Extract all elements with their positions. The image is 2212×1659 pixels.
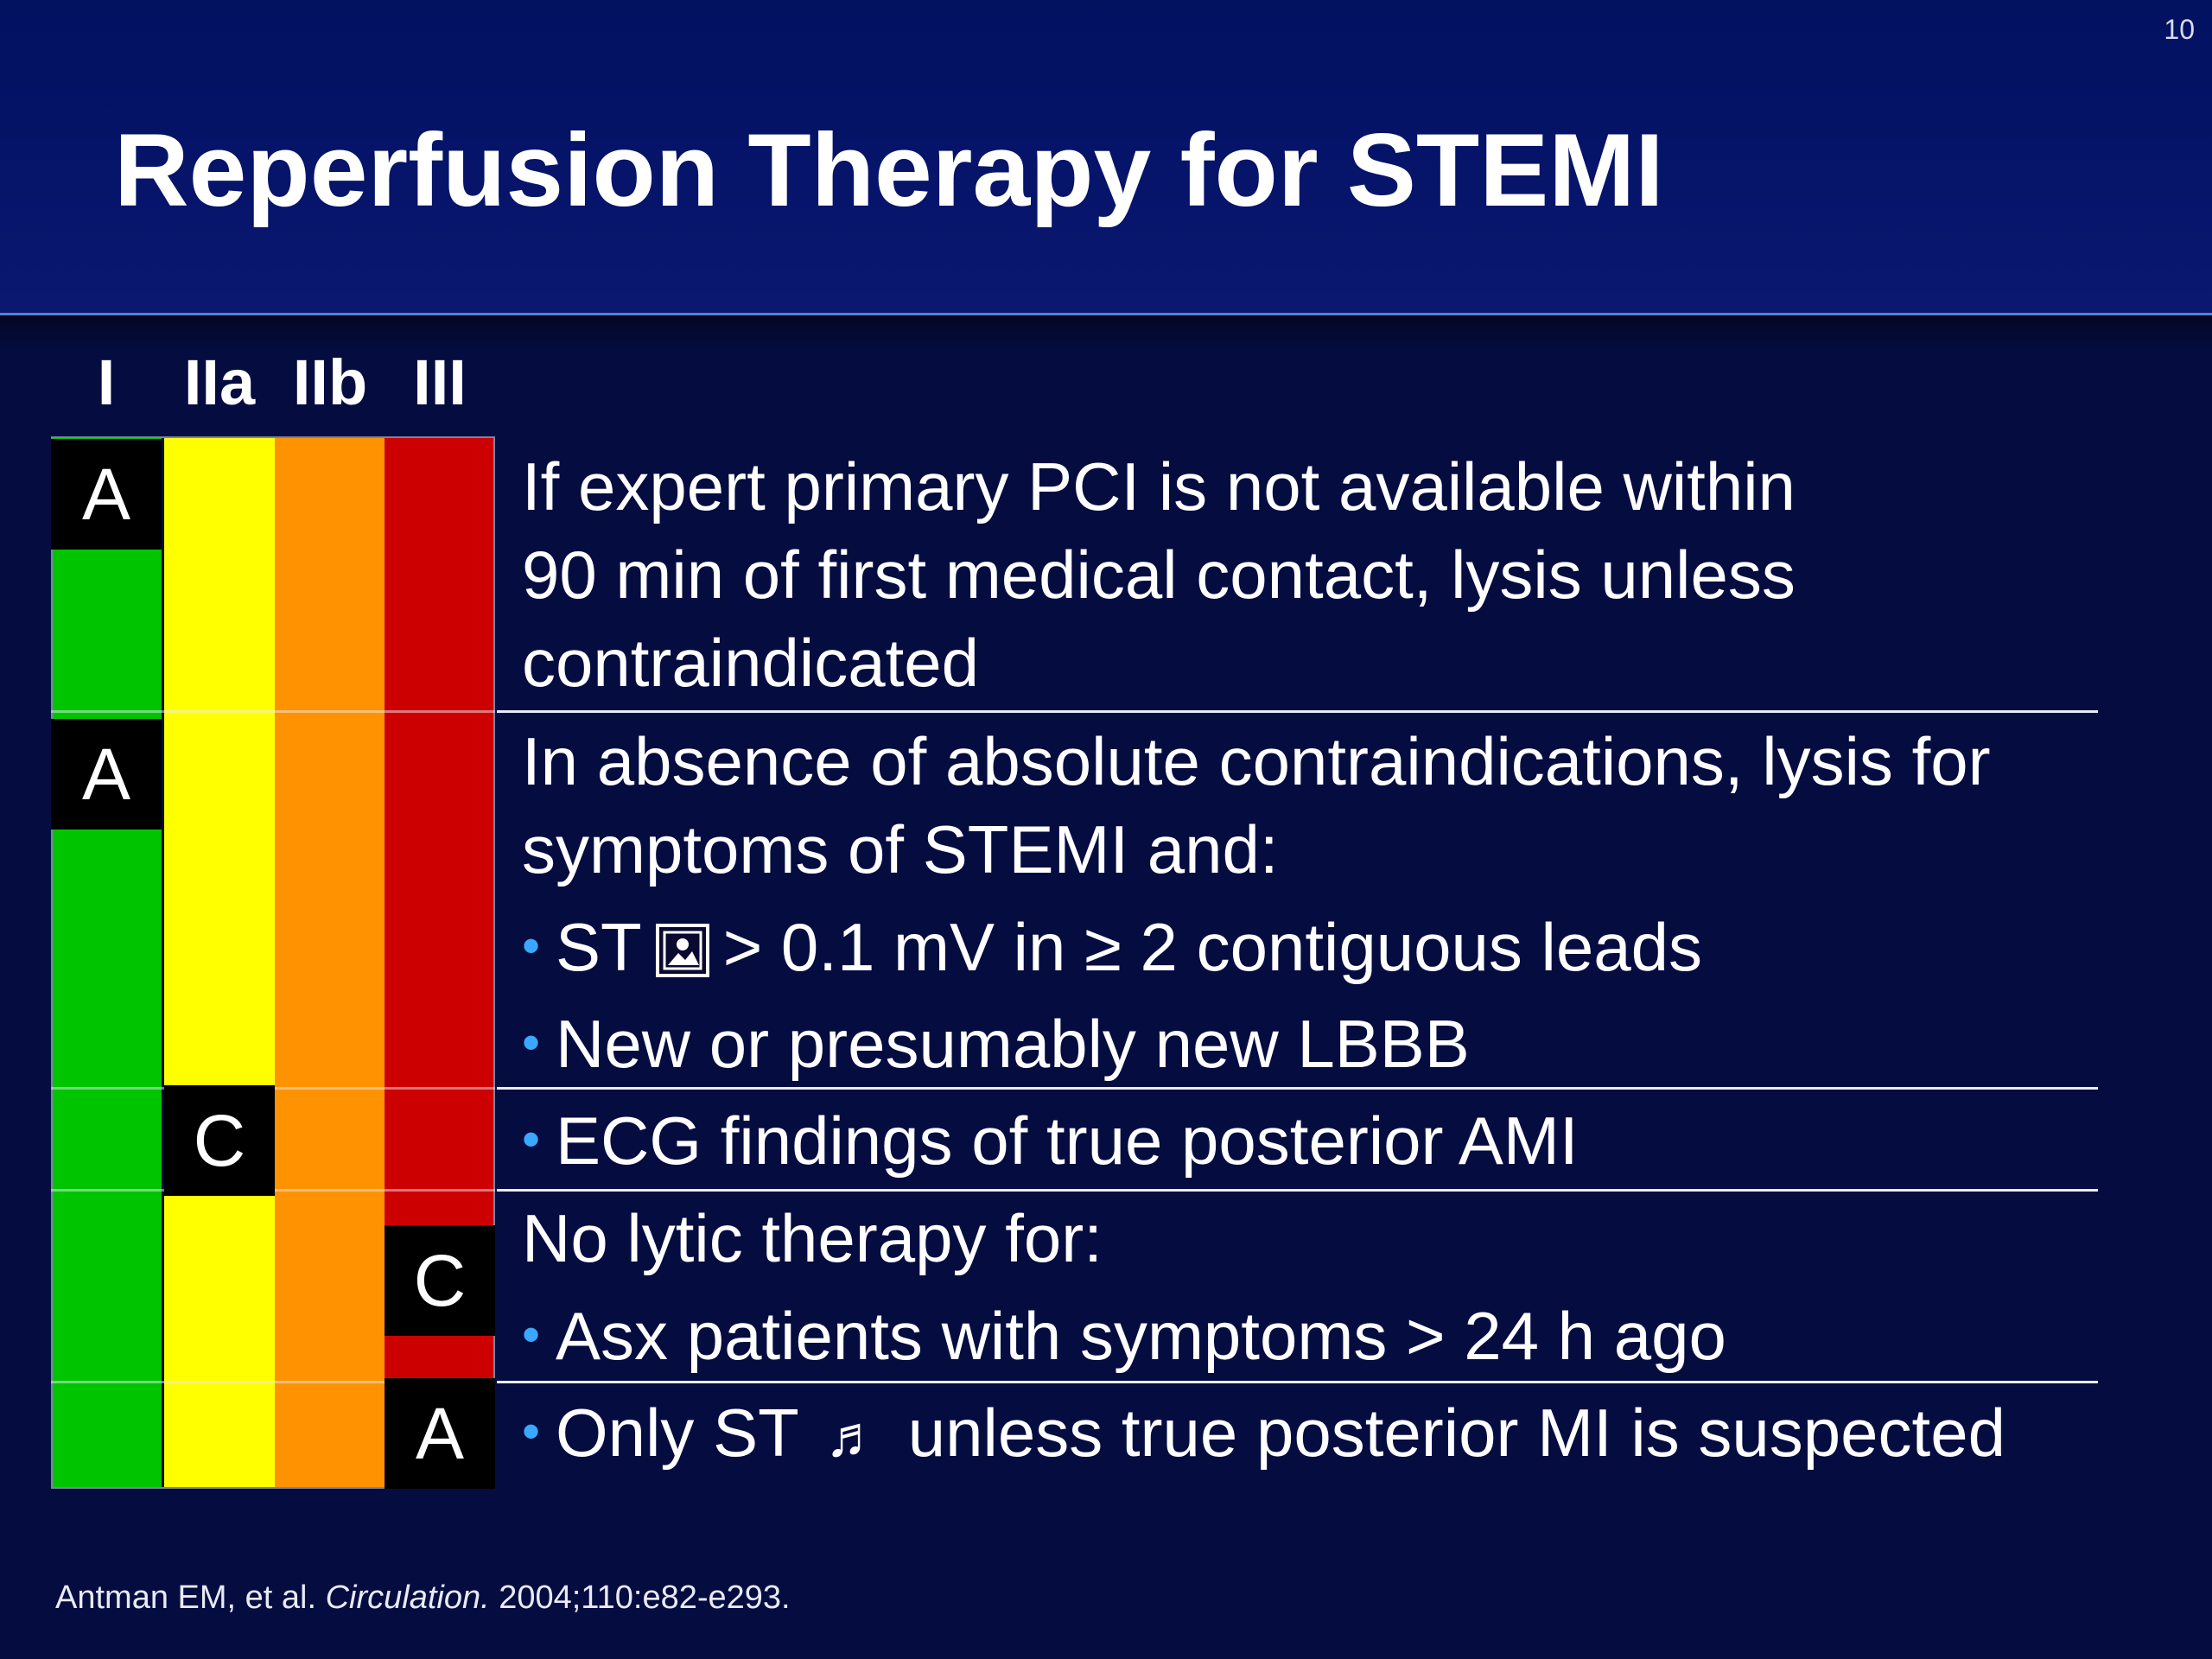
class-I-column: [51, 436, 162, 1489]
music-note-icon: ♬: [824, 1404, 882, 1468]
grid-row-divider: [51, 1381, 495, 1383]
recommendation-text: 90 min of first medical contact, lysis u…: [522, 537, 1796, 613]
class-IIb-header: IIb: [292, 346, 368, 418]
bullet-icon: •: [522, 1110, 541, 1168]
evidence-level-box: A: [51, 719, 162, 830]
class-IIb-column: [275, 436, 385, 1489]
slide-number: 10: [2164, 14, 2195, 45]
title-bar: [0, 0, 2212, 315]
row-divider: [497, 1189, 2098, 1192]
class-IIa-column: [164, 436, 275, 1489]
evidence-level-box: C: [385, 1225, 495, 1336]
recommendation-bullet: •Asx patients with symptoms > 24 h ago: [522, 1298, 1726, 1374]
bullet-icon: •: [522, 1402, 541, 1460]
bullet-icon: •: [522, 1014, 541, 1071]
recommendation-text: No lytic therapy for:: [522, 1200, 1103, 1276]
recommendation-bullet: •Only ST♬unless true posterior MI is sus…: [522, 1388, 2005, 1480]
recommendation-text: If expert primary PCI is not available w…: [522, 448, 1796, 524]
class-I-header: I: [97, 346, 116, 418]
grid-row-divider: [51, 710, 495, 713]
recommendation-text: In absence of absolute contraindications…: [522, 723, 1991, 799]
class-IIa-header: IIa: [183, 346, 256, 418]
row-divider: [497, 1087, 2098, 1090]
broken-image-icon: [654, 912, 711, 1000]
recommendation-bullet: •ST> 0.1 mV in ≥ 2 contiguous leads: [522, 902, 1702, 1000]
bullet-icon: •: [522, 917, 541, 975]
recommendation-text: contraindicated: [522, 625, 980, 701]
class-III-header: III: [413, 346, 467, 418]
recommendation-bullet: •New or presumably new LBBB: [522, 1006, 1470, 1082]
recommendation-text: symptoms of STEMI and:: [522, 811, 1279, 887]
row-divider: [497, 1381, 2098, 1383]
evidence-level-box: A: [385, 1378, 495, 1489]
title-bar-shadow: [0, 315, 2212, 350]
slide-title: Reperfusion Therapy for STEMI: [114, 112, 1664, 228]
evidence-level-box: A: [51, 439, 162, 550]
citation: Antman EM, et al. Circulation. 2004;110:…: [55, 1580, 791, 1616]
recommendation-bullet: •ECG findings of true posterior AMI: [522, 1103, 1579, 1179]
row-divider: [497, 710, 2098, 713]
bullet-icon: •: [522, 1306, 541, 1363]
evidence-level-box: C: [164, 1085, 275, 1196]
